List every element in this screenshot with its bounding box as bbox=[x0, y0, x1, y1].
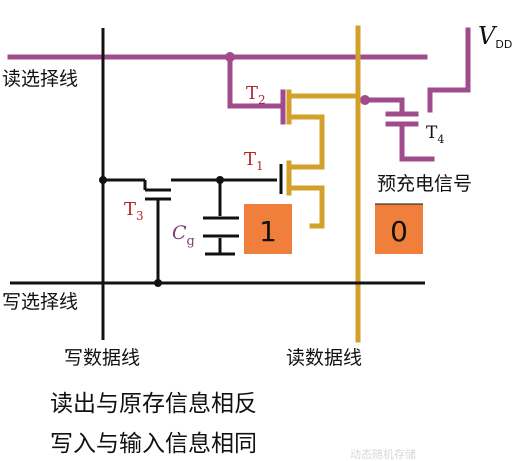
read-data-label: 读数据线 bbox=[286, 347, 362, 369]
cg-junction bbox=[216, 176, 224, 184]
vdd-label: VDD bbox=[478, 22, 512, 51]
caption-read: 读出与原存信息相反 bbox=[50, 391, 257, 417]
cg-label: Cg bbox=[172, 222, 195, 249]
read-select-junction bbox=[225, 52, 235, 62]
t1-label: T1 bbox=[244, 149, 264, 173]
t4-drain-wire bbox=[362, 97, 405, 115]
precharge-label: 预充电信号 bbox=[377, 173, 472, 195]
write-select-junction bbox=[154, 279, 162, 287]
read-value-box bbox=[375, 204, 423, 254]
watermark: 动态随机存储 bbox=[350, 447, 416, 461]
stored-value: 1 bbox=[259, 215, 277, 248]
t2-gate-wire bbox=[227, 54, 286, 109]
read-value: 0 bbox=[390, 215, 408, 248]
t3-label: T3 bbox=[124, 199, 144, 223]
stored-value-box bbox=[244, 204, 292, 254]
t4-junction bbox=[360, 95, 370, 105]
write-data-label: 写数据线 bbox=[64, 347, 140, 369]
t4-label: T4 bbox=[426, 123, 444, 146]
write-data-junction bbox=[99, 176, 107, 184]
vdd-wire bbox=[427, 27, 471, 113]
caption-write: 写入与输入信息相同 bbox=[50, 431, 257, 457]
t2-source-wire bbox=[286, 114, 325, 170]
t2-label: T2 bbox=[246, 83, 266, 107]
precharge-wire bbox=[399, 121, 435, 162]
write-select-label: 写选择线 bbox=[2, 291, 78, 313]
t1-source-wire bbox=[286, 185, 325, 229]
read-select-label: 读选择线 bbox=[2, 68, 78, 90]
